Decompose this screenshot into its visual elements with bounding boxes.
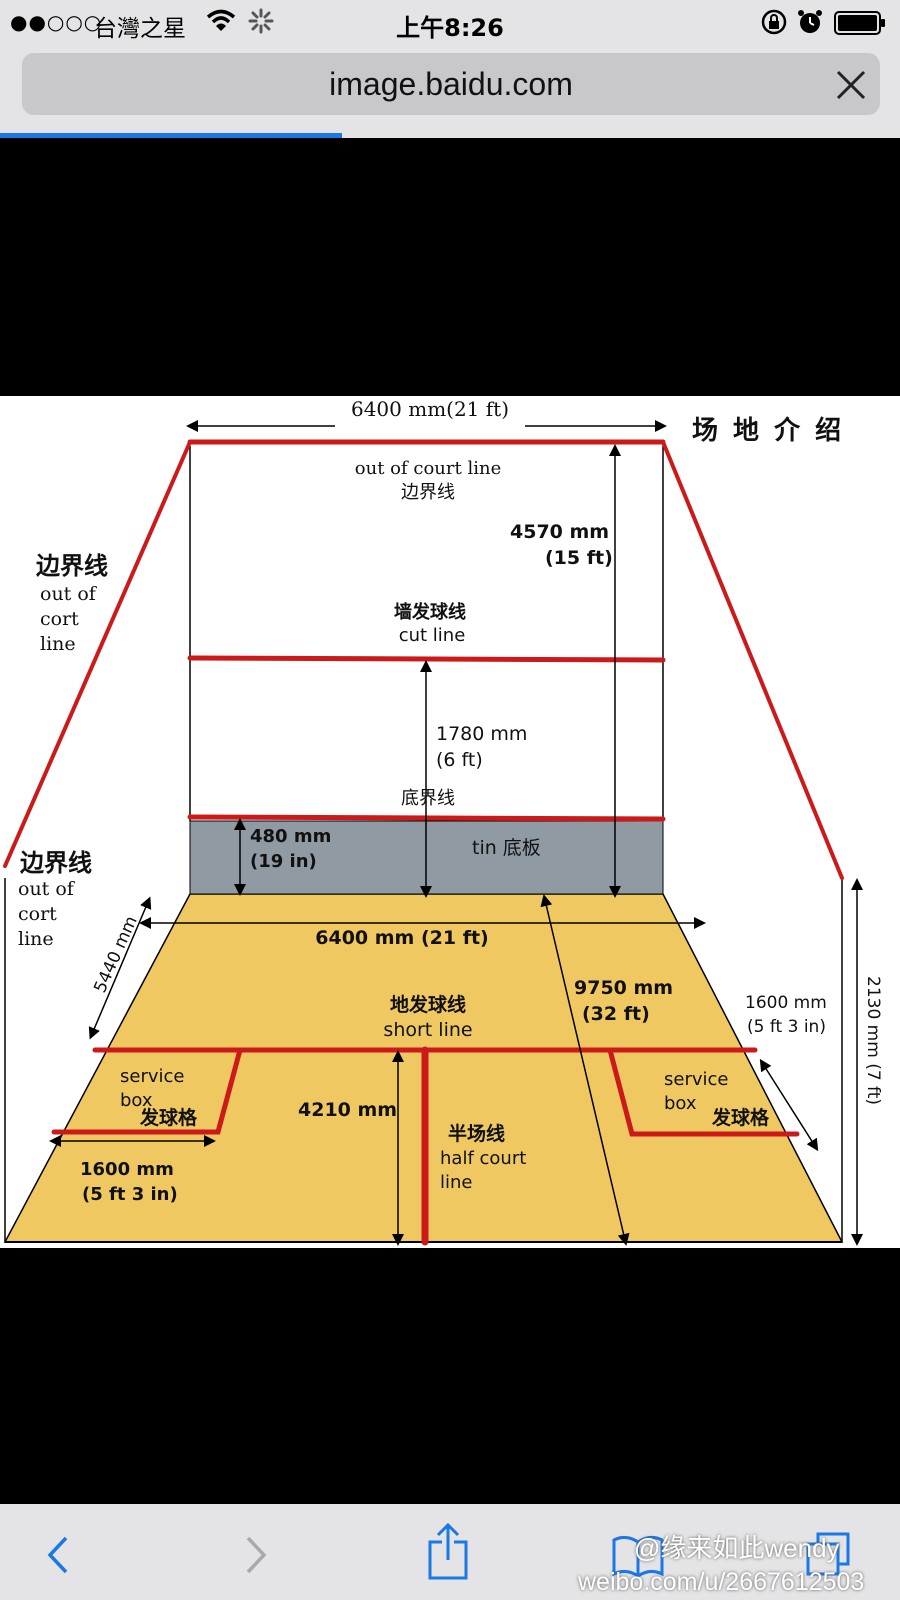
out-of-court-line-left: [3, 440, 192, 868]
clock: 上午8:26: [396, 14, 504, 42]
left-floor-label-en-1: out of: [18, 878, 76, 900]
short-line-label-en: short line: [383, 1019, 472, 1041]
chevron-right-icon[interactable]: [232, 1530, 276, 1580]
out-of-court-label-en: out of court line: [355, 458, 501, 479]
url-text: image.baidu.com: [329, 66, 573, 102]
floor-width-label: 6400 mm (21 ft): [315, 927, 488, 949]
short-line-label-zh: 地发球线: [390, 993, 466, 1016]
half-court-label-en-1: half court: [440, 1148, 526, 1169]
watermark-handle: @缘来如此wendy: [634, 1533, 840, 1563]
rotation-lock-icon: [761, 9, 787, 35]
tin-line-label-zh: 底界线: [401, 788, 455, 809]
signal-strength: ●●○○○: [10, 10, 103, 34]
carrier-name: 台灣之星: [94, 16, 186, 42]
service-right-label-2: box: [664, 1093, 697, 1114]
out-of-court-line-right: [661, 440, 844, 880]
url-field[interactable]: image.baidu.com: [22, 53, 880, 115]
browser-toolbar: [0, 1504, 900, 1600]
service-right-label-1: service: [664, 1069, 728, 1090]
share-icon[interactable]: [426, 1522, 470, 1580]
left-side-label-zh: 边界线: [36, 552, 108, 580]
half-court-label-en-2: line: [440, 1172, 472, 1193]
front-height-label-1: 4570 mm: [510, 521, 609, 543]
service-right-label-zh: 发球格: [711, 1106, 770, 1129]
diagram-title: 场 地 介 绍: [692, 416, 844, 446]
tin-label: tin 底板: [472, 837, 541, 859]
close-icon[interactable]: [834, 68, 868, 102]
status-bar: ●●○○○ 台灣之星 上午8:26: [0, 0, 900, 46]
tabs-icon[interactable]: [804, 1530, 854, 1580]
cut-height-label-1: 1780 mm: [436, 723, 527, 745]
tin-height-label-2: (19 in): [250, 851, 317, 872]
cut-line: [187, 655, 666, 663]
front-height-label-2: (15 ft): [545, 547, 613, 569]
left-floor-label-zh: 边界线: [20, 849, 92, 877]
cut-line-label-en: cut line: [399, 625, 466, 646]
squash-court-diagram: 6400 mm(21 ft) 场 地 介 绍 out of court line…: [3, 397, 883, 1246]
left-floor-label-en-3: line: [18, 928, 54, 950]
diagonal-5440-label: 5440 mm: [90, 913, 142, 996]
out-of-court-label-zh: 边界线: [401, 482, 455, 503]
distance-4210-label: 4210 mm: [298, 1099, 397, 1121]
browser-address-bar: image.baidu.com: [0, 46, 900, 138]
book-icon[interactable]: [610, 1530, 666, 1580]
court-diagram-image: 6400 mm(21 ft) 场 地 介 绍 out of court line…: [0, 396, 900, 1248]
length-label-2: (32 ft): [582, 1003, 650, 1025]
alarm-icon: [798, 10, 822, 33]
cut-line-label-zh: 墙发球线: [394, 601, 466, 623]
length-label-1: 9750 mm: [574, 977, 673, 999]
chevron-left-icon[interactable]: [38, 1530, 82, 1580]
service-left-label-zh: 发球格: [139, 1106, 198, 1129]
service-left-label-2: box: [120, 1090, 153, 1111]
left-side-label-en-3: line: [40, 633, 76, 655]
page-load-progress-bar: [0, 133, 342, 138]
box-right-label-1: 1600 mm: [745, 993, 827, 1013]
left-side-label-en-1: out of: [40, 583, 98, 605]
top-width-label: 6400 mm(21 ft): [351, 397, 509, 421]
wifi-icon: [206, 9, 236, 31]
side-height-label: 2130 mm (7 ft): [863, 976, 883, 1105]
box-left-label-1: 1600 mm: [80, 1159, 174, 1180]
half-court-label-zh: 半场线: [448, 1122, 505, 1145]
left-floor-label-en-2: cort: [18, 903, 57, 925]
service-left-label-1: service: [120, 1066, 184, 1087]
watermark-url: weibo.com/u/2667612503: [578, 1568, 865, 1596]
left-side-label-en-2: cort: [40, 608, 79, 630]
cut-height-label-2: (6 ft): [436, 749, 483, 771]
box-left-label-2: (5 ft 3 in): [82, 1184, 178, 1205]
battery-icon: [834, 11, 885, 35]
box-right-label-2: (5 ft 3 in): [747, 1017, 826, 1037]
service-box-left: [51, 1047, 243, 1135]
tin-height-label-1: 480 mm: [250, 826, 331, 847]
loading-spinner-icon: [248, 8, 274, 34]
